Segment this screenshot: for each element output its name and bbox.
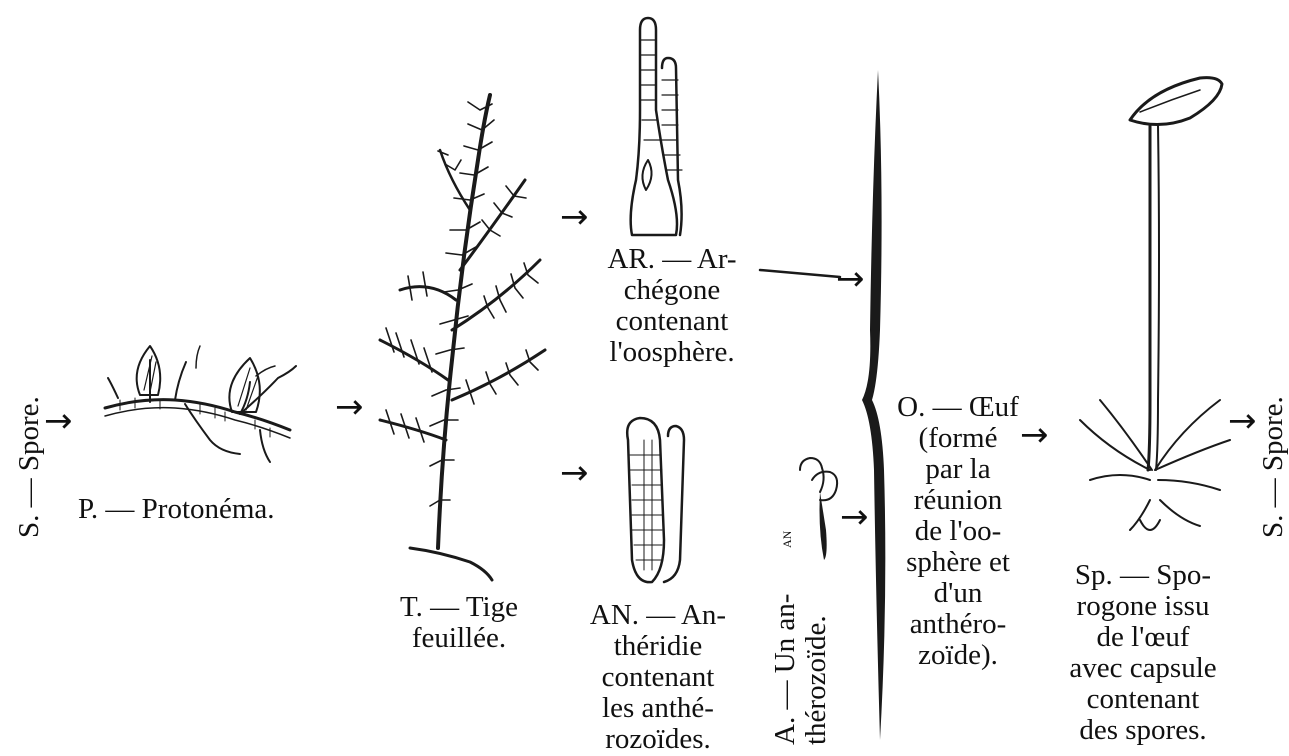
protonema-label: P. — Protonéma.	[78, 494, 275, 525]
antheridie-label-line: théridie	[578, 631, 738, 662]
arrow-archegone-to-oeuf: →	[836, 262, 865, 296]
archegone-label-line: l'oosphère.	[582, 337, 762, 368]
archegone-label-line: AR. — Ar-	[582, 244, 762, 275]
oeuf-label-line: d'un	[888, 578, 1028, 609]
oeuf-label-line: anthéro-	[888, 609, 1028, 640]
sporogone-label-line: rogone issu	[1048, 591, 1238, 622]
archegone-label-line: chégone	[582, 275, 762, 306]
oeuf-label-line: par la	[888, 454, 1028, 485]
antheridie-label-line: contenant	[578, 662, 738, 693]
oeuf-label-line: réunion	[888, 485, 1028, 516]
sporogone-label: Sp. — Spo- rogone issu de l'œuf avec cap…	[1048, 560, 1238, 746]
antheridie-label-line: les anthé-	[578, 693, 738, 724]
sporogone-label-line: de l'œuf	[1048, 622, 1238, 653]
arrow-antherozoide-to-oeuf: →	[840, 500, 869, 534]
oeuf-label-line: sphère et	[888, 547, 1028, 578]
tige-label: T. — Tige feuillée.	[384, 592, 534, 654]
protonema-illustration	[105, 346, 296, 462]
sporogone-label-line: avec capsule	[1048, 653, 1238, 684]
tige-label-line: T. — Tige	[384, 592, 534, 623]
archegone-connector-line	[760, 270, 840, 277]
antherozoide-label: A. — Un an- thérozoïde.	[770, 594, 832, 745]
arrow-tige-to-antheridie: →	[560, 456, 589, 490]
antherozoide-illustration	[800, 458, 837, 560]
antherozoide-label-line: thérozoïde.	[801, 594, 832, 745]
sporogone-label-line: des spores.	[1048, 715, 1238, 746]
antheridie-illustration	[627, 418, 684, 582]
tige-label-line: feuillée.	[384, 623, 534, 654]
oeuf-label-line: de l'oo-	[888, 516, 1028, 547]
archegone-illustration	[631, 18, 682, 235]
oeuf-label-line: O. — Œuf	[888, 392, 1028, 423]
sporogone-label-line: contenant	[1048, 684, 1238, 715]
antheridie-label-line: rozoïdes.	[578, 724, 738, 755]
archegone-label: AR. — Ar- chégone contenant l'oosphère.	[582, 244, 762, 368]
arrow-protonema-to-tige: →	[335, 390, 364, 424]
antherozoide-label-line: A. — Un an-	[770, 594, 801, 745]
oeuf-brace	[862, 70, 885, 740]
oeuf-label-line: zoïde).	[888, 640, 1028, 671]
antherozoide-mark: AN	[780, 531, 794, 548]
spore-label-left: S. — Spore.	[14, 396, 45, 538]
oeuf-label-line: (formé	[888, 423, 1028, 454]
antheridie-label-line: AN. — An-	[578, 600, 738, 631]
antheridie-label: AN. — An- théridie contenant les anthé- …	[578, 600, 738, 755]
arrow-tige-to-archegone: →	[560, 200, 589, 234]
arrow-sporogone-to-spore: →	[1228, 404, 1257, 438]
arrow-spore-to-protonema: →	[44, 404, 73, 438]
sporogone-label-line: Sp. — Spo-	[1048, 560, 1238, 591]
oeuf-label: O. — Œuf (formé par la réunion de l'oo- …	[888, 392, 1028, 671]
spore-label-right: S. — Spore.	[1258, 396, 1289, 538]
tige-illustration	[380, 95, 545, 580]
sporogone-illustration	[1080, 78, 1230, 530]
archegone-label-line: contenant	[582, 306, 762, 337]
